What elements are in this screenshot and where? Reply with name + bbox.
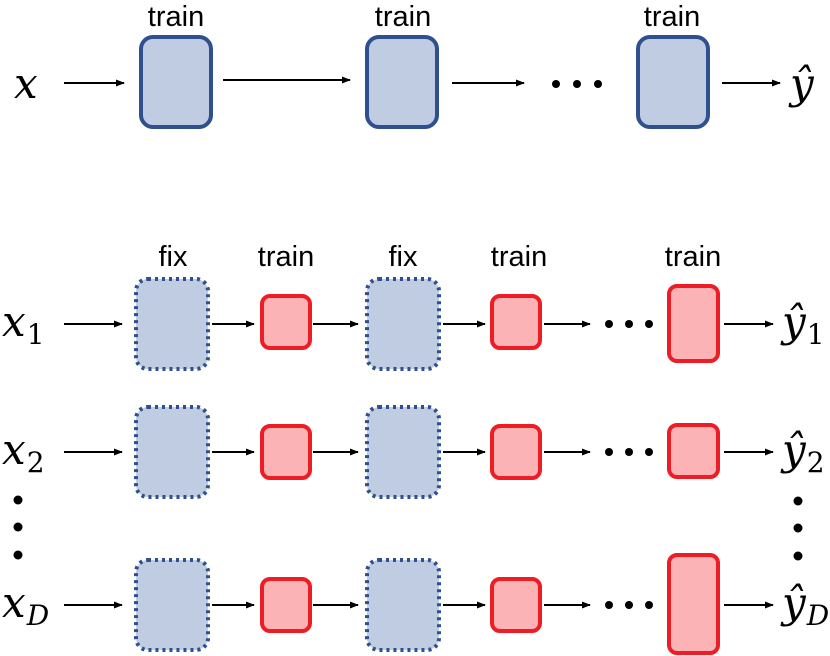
row-d: xD ŷD (2, 553, 829, 655)
top-layer-3 (636, 35, 710, 129)
top-input-label: x (14, 59, 38, 108)
row-d-fixed-layer-1 (134, 558, 210, 652)
row-2-fixed-layer-1 (134, 405, 210, 499)
col-label-fix-1: fix (159, 241, 189, 273)
left-vertical-ellipsis (13, 495, 23, 560)
row-2: x2 ŷ2 (2, 405, 825, 499)
top-output-label: ŷ (788, 59, 815, 108)
row-d-trained-layer-2 (490, 577, 542, 633)
row-d-fixed-layer-2 (365, 558, 441, 652)
row-1-input-label: x1 (2, 297, 45, 351)
row-d-output-label: ŷD (780, 578, 829, 632)
top-layer-2 (365, 35, 439, 129)
row-2-input-label: x2 (2, 425, 45, 479)
row-1-trained-layer-1 (260, 294, 312, 350)
row-2-output-label: ŷ2 (780, 425, 825, 479)
col-label-train-3: train (665, 241, 721, 273)
row-1-output-label: ŷ1 (780, 297, 825, 351)
row-d-input-label: xD (2, 578, 49, 632)
row-2-ellipsis (605, 448, 653, 456)
right-vertical-ellipsis (793, 496, 803, 561)
top-row: x train train train ŷ (14, 1, 815, 129)
row-2-fixed-layer-2 (365, 405, 441, 499)
row-d-trained-layer-1 (260, 577, 312, 633)
column-labels: fix train fix train train (159, 241, 722, 273)
col-label-fix-2: fix (389, 241, 419, 273)
col-label-train-1: train (258, 241, 314, 273)
row-2-trained-layer-2 (490, 424, 542, 480)
top-label-2: train (375, 1, 431, 33)
row-d-ellipsis (605, 601, 653, 609)
top-label-3: train (644, 1, 700, 33)
top-label-1: train (148, 1, 204, 33)
col-label-train-2: train (491, 241, 547, 273)
row-1-trained-layer-2 (490, 294, 542, 350)
row-2-output-layer (667, 423, 720, 479)
row-1-ellipsis (605, 320, 653, 328)
row-1-fixed-layer-2 (365, 277, 441, 371)
row-d-output-layer (667, 553, 720, 655)
top-layer-1 (139, 35, 213, 129)
row-1-output-layer (667, 284, 720, 363)
top-ellipsis (552, 80, 602, 88)
row-1: x1 ŷ1 (2, 277, 825, 371)
row-1-fixed-layer-1 (134, 277, 210, 371)
row-2-trained-layer-1 (260, 424, 312, 480)
